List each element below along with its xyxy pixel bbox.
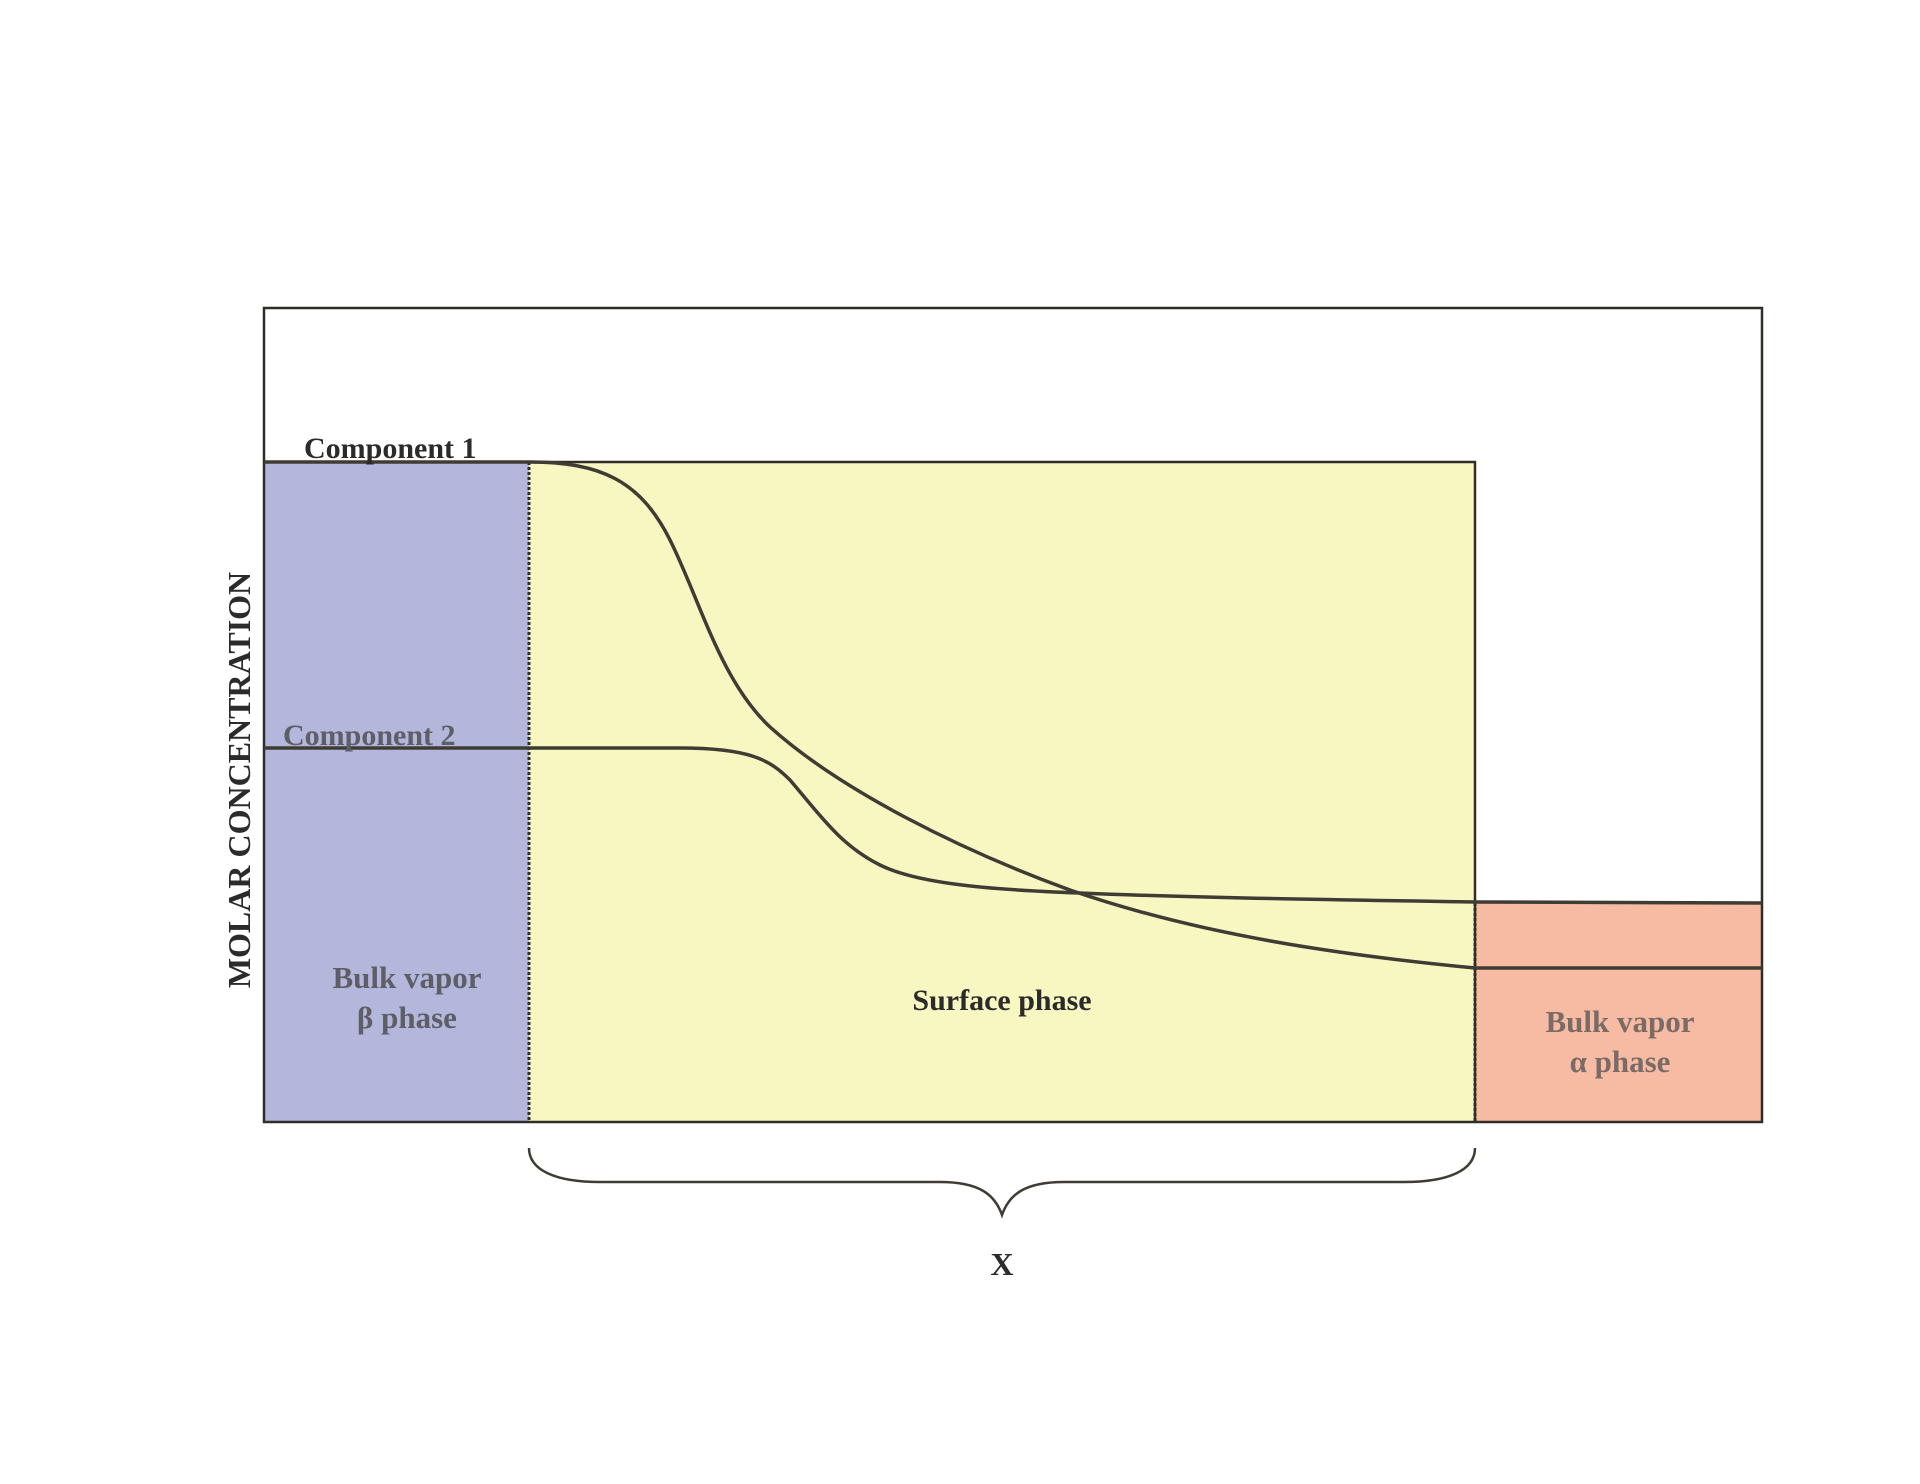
x-axis-label: X <box>990 1246 1013 1282</box>
surface-phase-region <box>529 462 1475 1122</box>
surface-width-brace <box>527 1147 1477 1219</box>
component-1-curve <box>264 460 1762 970</box>
alpha-phase-label-line1: Bulk vapor <box>1545 1004 1694 1039</box>
beta-phase-label-line2: β phase <box>357 1000 457 1035</box>
y-axis-label: MOLAR CONCENTRATION <box>221 572 257 988</box>
surface-phase-label: Surface phase <box>912 984 1091 1017</box>
beta-phase-region <box>264 462 529 1122</box>
alpha-phase-label-line2: α phase <box>1570 1044 1671 1079</box>
component-1-label: Component 1 <box>304 432 477 465</box>
beta-phase-label-line1: Bulk vapor <box>332 960 481 995</box>
component-2-curve <box>264 746 1763 905</box>
outer-frame <box>262 306 1764 1124</box>
component-2-label: Component 2 <box>283 719 456 752</box>
alpha-phase-region <box>1475 903 1762 1122</box>
